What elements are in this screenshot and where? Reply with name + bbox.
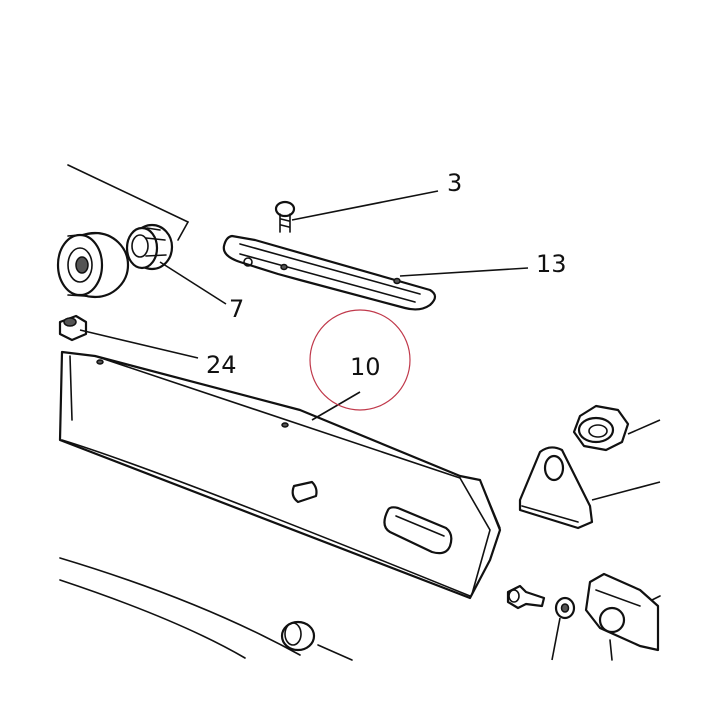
washer — [551, 596, 576, 661]
roller-bushing — [56, 231, 130, 299]
lower-plate — [59, 557, 353, 661]
bottom-bushing — [280, 620, 316, 652]
highlight-circle — [309, 309, 411, 411]
leader-lines — [79, 190, 529, 421]
sleeve-part-7 — [125, 223, 174, 271]
callout-24: 24 — [206, 351, 237, 379]
screw-part-3 — [274, 200, 296, 233]
set-screw-part-24 — [58, 314, 88, 342]
hex-nut — [572, 404, 661, 452]
callout-3: 3 — [447, 169, 462, 197]
guide-lines — [67, 164, 189, 241]
callout-13: 13 — [536, 250, 567, 278]
guide-strip-part-13 — [222, 234, 437, 311]
cap-screw — [506, 584, 546, 610]
callout-7: 7 — [229, 295, 244, 323]
angle-bracket — [518, 446, 661, 530]
mount-block — [584, 572, 661, 661]
main-arm-part-10 — [58, 350, 502, 600]
callout-10: 10 — [350, 353, 381, 381]
